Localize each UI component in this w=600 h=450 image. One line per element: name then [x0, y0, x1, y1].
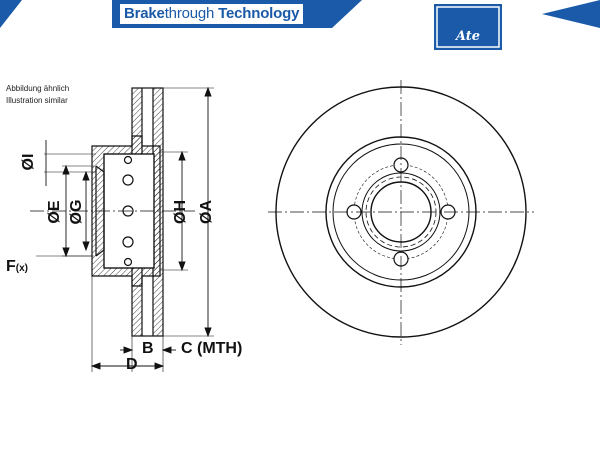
- front-view: [268, 80, 534, 345]
- banner-right-corner: [542, 0, 600, 28]
- dim-label-a: ØA: [198, 200, 215, 224]
- dim-label-f-sub: (x): [15, 263, 29, 274]
- dimension-lines: [36, 86, 214, 372]
- dim-label-b: B: [142, 340, 154, 357]
- ate-logo: Ate: [434, 4, 502, 50]
- caption-english: Illustration similar: [6, 96, 68, 105]
- dim-label-e: ØE: [46, 200, 63, 224]
- dim-label-c: C (MTH): [181, 340, 243, 357]
- dim-label-d: D: [126, 356, 138, 373]
- dim-label-i: ØI: [20, 153, 37, 171]
- dim-label-h: ØH: [172, 200, 189, 224]
- banner-bar-tip: [332, 0, 362, 28]
- dim-label-f: F(x): [6, 258, 28, 276]
- caption-german: Abbildung ähnlich: [6, 84, 70, 93]
- dim-label-g: ØG: [68, 199, 85, 225]
- brand-light: through: [164, 5, 215, 22]
- dim-label-f-main: F: [6, 258, 16, 275]
- bolt-holes-side: [122, 155, 134, 267]
- banner-left-corner: [0, 0, 22, 28]
- brand-tech: Technology: [214, 5, 300, 22]
- banner-title: Brakethrough Technology: [120, 4, 304, 24]
- header-banner: Brakethrough Technology: [0, 0, 600, 40]
- brand-bold: Brake: [124, 5, 165, 22]
- logo-text: Ate: [455, 29, 481, 44]
- section-view: [30, 87, 195, 337]
- ate-logo-icon: [436, 6, 500, 48]
